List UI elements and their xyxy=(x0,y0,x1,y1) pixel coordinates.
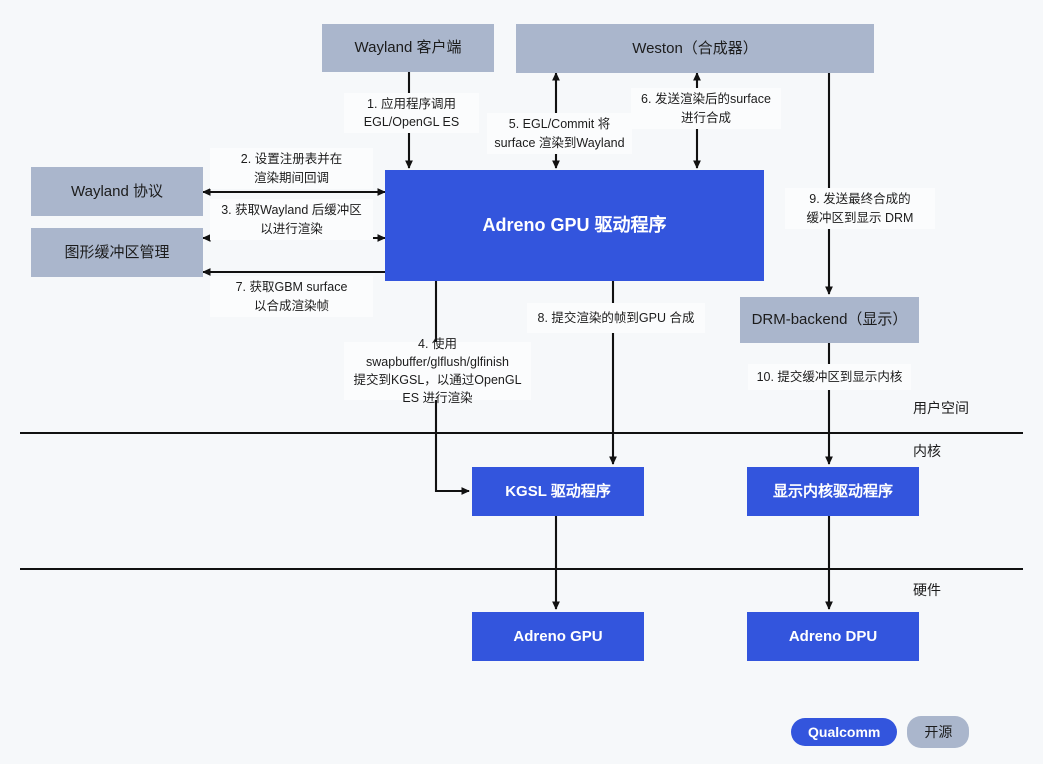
legend-item-qualcomm: Qualcomm xyxy=(791,718,898,746)
edge-label-text: 4. 使用swapbuffer/glflush/glfinish 提交到KGSL… xyxy=(353,336,522,406)
edge-label-text: 7. 获取GBM surface 以合成渲染帧 xyxy=(235,280,348,313)
node-display-kernel-driver[interactable]: 显示内核驱动程序 xyxy=(747,467,919,516)
node-label: Adreno GPU xyxy=(513,627,603,645)
legend-label: Qualcomm xyxy=(808,724,881,740)
legend-label: 开源 xyxy=(924,724,953,740)
layer-label-userspace: 用户空间 xyxy=(913,398,969,418)
edge-label-step-8: 8. 提交渲染的帧到GPU 合成 xyxy=(527,303,705,333)
edge-label-step-3: 3. 获取Wayland 后缓冲区 以进行渲染 xyxy=(210,199,373,240)
edge-label-step-7: 7. 获取GBM surface 以合成渲染帧 xyxy=(210,276,373,317)
node-adreno-gpu-driver[interactable]: Adreno GPU 驱动程序 xyxy=(385,170,764,281)
edge-label-text: 3. 获取Wayland 后缓冲区 以进行渲染 xyxy=(221,203,362,236)
node-label: Wayland 客户端 xyxy=(354,39,462,57)
node-label: Adreno GPU 驱动程序 xyxy=(482,214,667,235)
node-label: Adreno DPU xyxy=(788,627,878,645)
layer-label-kernel: 内核 xyxy=(913,441,941,461)
edge-label-text: 2. 设置注册表并在 渲染期间回调 xyxy=(240,152,343,185)
edge-label-text: 9. 发送最终合成的 缓冲区到显示 DRM xyxy=(806,192,914,225)
edge-label-step-2: 2. 设置注册表并在 渲染期间回调 xyxy=(210,148,373,189)
node-adreno-dpu[interactable]: Adreno DPU xyxy=(747,612,919,661)
layer-label-text: 内核 xyxy=(913,443,941,459)
node-label: KGSL 驱动程序 xyxy=(505,482,611,500)
divider-kernel-hardware xyxy=(20,568,1023,570)
layer-label-hardware: 硬件 xyxy=(913,580,941,600)
node-label: 图形缓冲区管理 xyxy=(64,243,170,261)
edge-label-text: 10. 提交缓冲区到显示内核 xyxy=(756,369,903,384)
edge-label-text: 6. 发送渲染后的surface 进行合成 xyxy=(641,92,771,125)
node-label: DRM-backend（显示） xyxy=(751,311,908,329)
node-label: Wayland 协议 xyxy=(71,182,163,200)
edge-label-step-5: 5. EGL/Commit 将 surface 渲染到Wayland xyxy=(487,113,632,154)
node-kgsl-driver[interactable]: KGSL 驱动程序 xyxy=(472,467,644,516)
divider-userspace-kernel xyxy=(20,432,1023,434)
edge-label-text: 8. 提交渲染的帧到GPU 合成 xyxy=(537,310,695,325)
layer-label-text: 用户空间 xyxy=(913,400,969,416)
node-graphics-buffer-management[interactable]: 图形缓冲区管理 xyxy=(31,228,203,277)
layer-label-text: 硬件 xyxy=(913,582,941,598)
node-weston[interactable]: Weston（合成器） xyxy=(516,24,874,73)
edge-label-text: 1. 应用程序调用 EGL/OpenGL ES xyxy=(363,96,460,129)
node-wayland-protocol[interactable]: Wayland 协议 xyxy=(31,167,203,216)
node-wayland-client[interactable]: Wayland 客户端 xyxy=(322,24,494,72)
legend-item-opensource: 开源 xyxy=(907,716,970,748)
edge-label-step-10: 10. 提交缓冲区到显示内核 xyxy=(748,364,911,390)
node-adreno-gpu[interactable]: Adreno GPU xyxy=(472,612,644,661)
edge-label-step-1: 1. 应用程序调用 EGL/OpenGL ES xyxy=(344,93,479,133)
node-drm-backend[interactable]: DRM-backend（显示） xyxy=(740,297,919,343)
edge-label-step-9: 9. 发送最终合成的 缓冲区到显示 DRM xyxy=(785,188,935,229)
legend: Qualcomm 开源 xyxy=(791,716,970,748)
edge-label-step-6: 6. 发送渲染后的surface 进行合成 xyxy=(631,88,781,129)
node-label: 显示内核驱动程序 xyxy=(772,482,893,500)
edge-label-text: 5. EGL/Commit 将 surface 渲染到Wayland xyxy=(494,117,625,150)
edge-label-step-4: 4. 使用swapbuffer/glflush/glfinish 提交到KGSL… xyxy=(344,337,531,405)
node-label: Weston（合成器） xyxy=(632,39,758,57)
